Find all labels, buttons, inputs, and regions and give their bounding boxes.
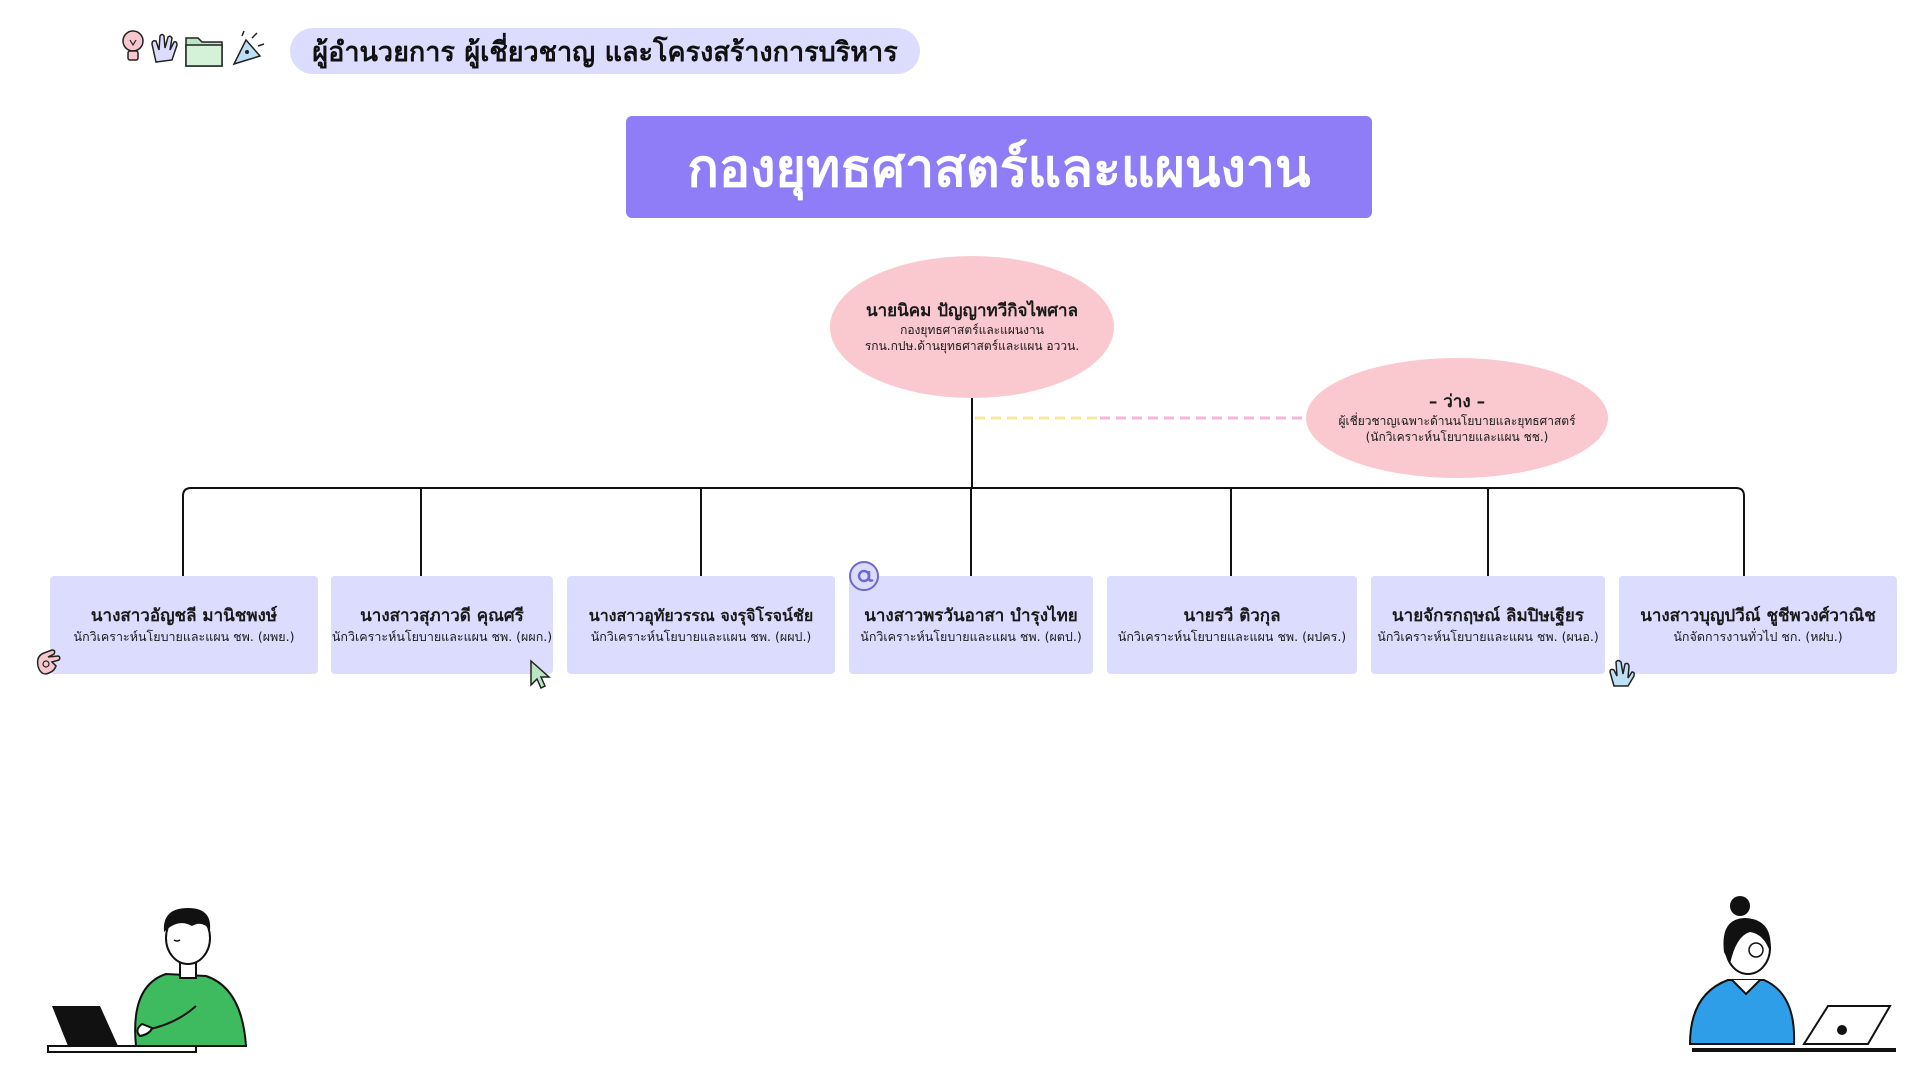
staff-name: นางสาวสุภาวดี คุณศรี [360, 606, 524, 626]
staff-card-6: นายจักรกฤษณ์ ลิมปิษเฐียร นักวิเคราะห์นโย… [1371, 576, 1605, 674]
director-line2: รกน.กปษ.ด้านยุทธศาสตร์และแผน อววน. [864, 339, 1080, 353]
staff-role: นักวิเคราะห์นโยบายและแผน ชพ. (ผนอ.) [1377, 629, 1599, 644]
staff-name: นางสาวพรวันอาสา บำรุงไทย [864, 606, 1078, 626]
advisor-line2: (นักวิเคราะห์นโยบายและแผน ชช.) [1365, 430, 1549, 444]
staff-card-7: นางสาวบุญปวีณ์ ชูชีพวงศ์วาณิช นักจัดการง… [1619, 576, 1897, 674]
staff-role: นักวิเคราะห์นโยบายและแผน ชพ. (ผตป.) [860, 629, 1082, 644]
staff-role: นักวิเคราะห์นโยบายและแผน ชพ. (ผพย.) [73, 629, 295, 644]
director-node: นายนิคม ปัญญาทวีกิจไพศาล กองยุทธศาสตร์แล… [830, 256, 1114, 398]
ok-hand-icon [36, 649, 61, 675]
clapping-hands-icon [1609, 659, 1635, 687]
folder-icon [185, 37, 223, 67]
staff-role: นักวิเคราะห์นโยบายและแผน ชพ. (ผผป.) [590, 629, 812, 644]
staff-name: นางสาวบุญปวีณ์ ชูชีพวงศ์วาณิช [1640, 606, 1876, 626]
staff-name: นางสาวอัญชลี มานิชพงษ์ [90, 606, 278, 626]
staff-name: นางสาวอุทัยวรรณ จงรุจิโรจน์ชัย [588, 606, 814, 625]
cursor-icon [530, 659, 551, 690]
header-pill: ผู้อำนวยการ ผู้เชี่ยวชาญ และโครงสร้างการ… [290, 28, 920, 74]
staff-name: นายจักรกฤษณ์ ลิมปิษเฐียร [1392, 606, 1584, 626]
staff-card-2: นางสาวสุภาวดี คุณศรี นักวิเคราะห์นโยบายแ… [331, 576, 553, 674]
staff-name: นายรวี ติวกุล [1183, 606, 1281, 626]
advisor-name: – ว่าง – [1428, 392, 1486, 412]
header-icon-group [122, 30, 265, 67]
header-pill-text: ผู้อำนวยการ ผู้เชี่ยวชาญ และโครงสร้างการ… [312, 36, 898, 68]
woman-with-laptop-illustration [1688, 896, 1896, 1052]
director-name: นายนิคม ปัญญาทวีกิจไพศาล [865, 301, 1079, 321]
advisor-vacant-node: – ว่าง – ผู้เชี่ยวชาญเฉพาะด้านนโยบายและย… [1306, 358, 1608, 478]
page-title: กองยุทธศาสตร์และแผนงาน [687, 138, 1311, 199]
lightbulb-icon [122, 30, 144, 61]
staff-role: นักวิเคราะห์นโยบายและแผน ชพ. (ผปคร.) [1117, 629, 1347, 644]
staff-card-3: นางสาวอุทัยวรรณ จงรุจิโรจน์ชัย นักวิเครา… [567, 576, 835, 674]
page-title-box: กองยุทธศาสตร์และแผนงาน [626, 116, 1372, 218]
staff-role: นักจัดการงานทั่วไป ชก. (หฝบ.) [1673, 629, 1843, 644]
party-popper-icon [232, 30, 265, 66]
staff-card-4: นางสาวพรวันอาสา บำรุงไทย นักวิเคราะห์นโย… [849, 576, 1093, 674]
staff-card-1: นางสาวอัญชลี มานิชพงษ์ นักวิเคราะห์นโยบา… [50, 576, 318, 674]
man-with-laptop-illustration [47, 908, 248, 1053]
connector-bus [182, 487, 1745, 576]
at-sign-icon [849, 561, 879, 591]
staff-role: นักวิเคราะห์นโยบายและแผน ชพ. (ผผก.) [331, 629, 553, 644]
advisor-line1: ผู้เชี่ยวชาญเฉพาะด้านนโยบายและยุทธศาสตร์ [1338, 414, 1576, 428]
hand-icon [151, 33, 178, 63]
staff-card-5: นายรวี ติวกุล นักวิเคราะห์นโยบายและแผน ช… [1107, 576, 1357, 674]
director-line1: กองยุทธศาสตร์และแผนงาน [900, 323, 1044, 337]
